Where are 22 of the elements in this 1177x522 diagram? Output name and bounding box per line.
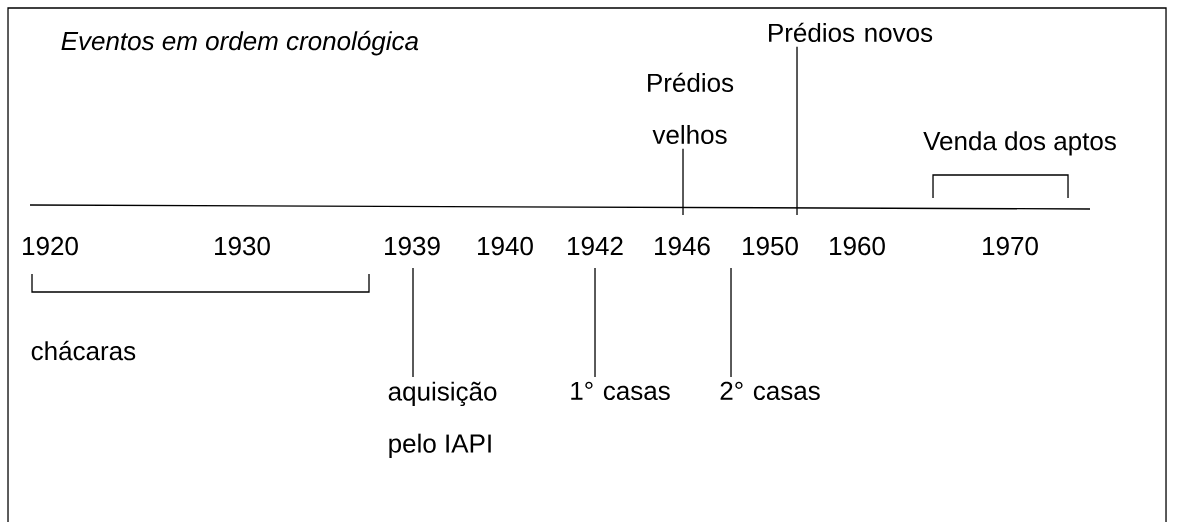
event-label: Prédios novos	[769, 22, 933, 43]
period-label: Venda dos aptos	[923, 131, 1116, 156]
leader-line	[594, 267, 596, 378]
period-label: chácaras	[31, 340, 136, 361]
event-label: aquisição pelo IAPI	[388, 381, 497, 458]
leader-line	[730, 267, 732, 378]
year-label: 1940	[478, 236, 533, 256]
title: Eventos em ordem cronológica	[61, 30, 419, 56]
year-label: 1930	[215, 236, 270, 256]
year-label: 1939	[385, 236, 440, 256]
year-label: 1942	[568, 236, 623, 256]
event-label: 1° casas	[571, 381, 670, 401]
event-label: 2° casas	[720, 381, 820, 401]
leader-line	[682, 148, 684, 216]
year-label: 1960	[830, 236, 885, 256]
leader-line	[796, 46, 798, 216]
year-label: 1920	[23, 236, 78, 256]
leader-line	[412, 267, 414, 378]
event-label: Prédios velhos	[648, 72, 734, 145]
year-label: 1970	[983, 236, 1038, 256]
year-label: 1950	[743, 236, 798, 256]
year-label: 1946	[655, 236, 710, 256]
